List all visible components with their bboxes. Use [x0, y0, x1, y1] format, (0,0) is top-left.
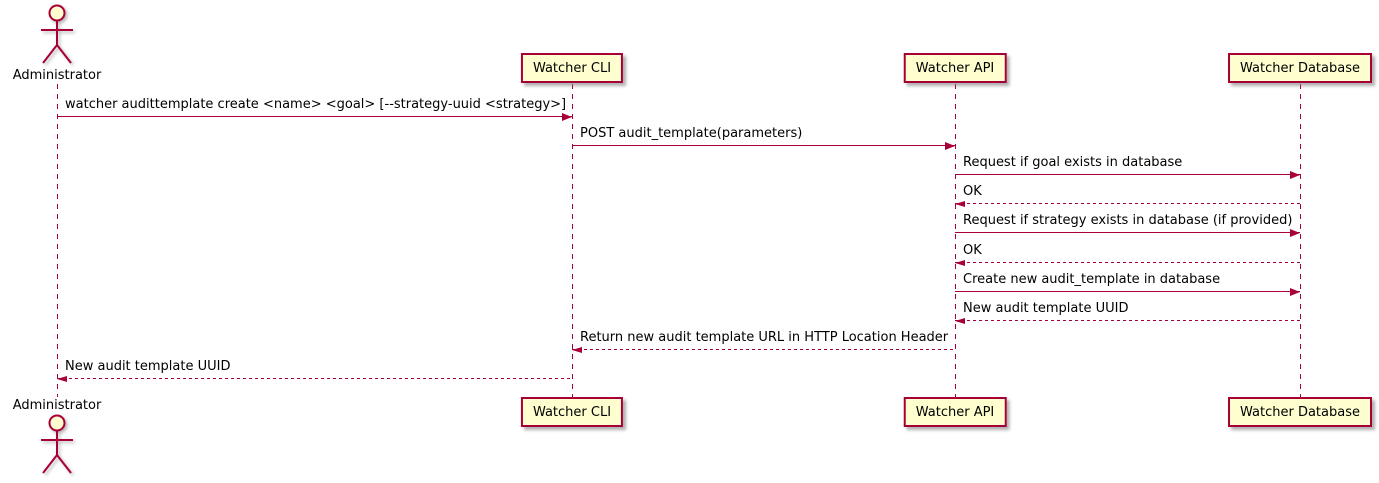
arrowhead-icon	[572, 347, 582, 353]
arrowhead-icon	[1290, 229, 1300, 237]
lifeline-watcher-api	[955, 84, 956, 397]
participant-box-top-watcher-api: Watcher API	[903, 53, 1007, 83]
lifeline-administrator	[57, 84, 58, 397]
message-line	[572, 145, 955, 146]
message-label: OK	[963, 184, 982, 199]
message-line	[955, 262, 1300, 263]
message-line	[955, 320, 1300, 321]
actor-label-top: Administrator	[12, 68, 102, 83]
participant-box-top-watcher-cli: Watcher CLI	[520, 53, 624, 83]
arrowhead-icon	[57, 376, 67, 382]
participant-box-top-watcher-database: Watcher Database	[1228, 53, 1372, 83]
arrowhead-icon	[1290, 171, 1300, 179]
message-line	[955, 291, 1300, 292]
message-label: watcher audittemplate create <name> <goa…	[65, 97, 567, 112]
arrowhead-icon	[1290, 288, 1300, 296]
message-label: Create new audit_template in database	[963, 272, 1221, 287]
participant-box-bottom-watcher-database: Watcher Database	[1228, 397, 1372, 427]
message-label: Return new audit template URL in HTTP Lo…	[580, 330, 949, 345]
arrowhead-icon	[955, 318, 965, 324]
lifeline-watcher-database	[1300, 84, 1301, 397]
message-label: POST audit_template(parameters)	[580, 126, 803, 141]
message-line	[57, 378, 572, 379]
message-label: Request if strategy exists in database (…	[963, 213, 1293, 228]
message-label: Request if goal exists in database	[963, 155, 1183, 170]
message-line	[57, 116, 572, 117]
message-label: New audit template UUID	[963, 301, 1129, 316]
actor-label-bottom: Administrator	[12, 398, 102, 413]
message-line	[572, 349, 955, 350]
message-label: New audit template UUID	[65, 359, 231, 374]
message-line	[955, 232, 1300, 233]
arrowhead-icon	[955, 260, 965, 266]
message-line	[955, 174, 1300, 175]
message-line	[955, 203, 1300, 204]
arrowhead-icon	[562, 113, 572, 121]
lifeline-watcher-cli	[572, 84, 573, 397]
participant-box-bottom-watcher-cli: Watcher CLI	[520, 397, 624, 427]
arrowhead-icon	[955, 201, 965, 207]
arrowhead-icon	[945, 142, 955, 150]
actor-figure-bottom	[36, 413, 78, 479]
actor-figure-top	[36, 3, 78, 69]
message-label: OK	[963, 243, 982, 258]
participant-box-bottom-watcher-api: Watcher API	[903, 397, 1007, 427]
